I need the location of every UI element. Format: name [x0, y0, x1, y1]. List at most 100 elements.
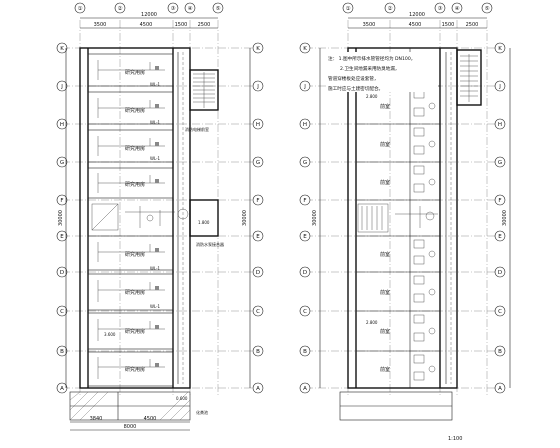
elevation-mark: 0.600 — [176, 396, 188, 401]
axis-bubble-row: C — [60, 309, 64, 315]
right-room-labels: 注： 1.图中所示排水管管径均为 DN100， 2.卫生间地漏采用防臭地漏， 管… — [326, 52, 462, 442]
right-span-1: 3500 — [363, 22, 376, 28]
note-left-3: 化粪池 — [196, 409, 208, 415]
axis-bubble-row-circle — [299, 118, 311, 130]
room-short: 前室 — [380, 251, 390, 258]
right-span-3: 1500 — [442, 22, 455, 28]
axis-bubble-row: E — [60, 234, 64, 240]
axis-bubble-row-circle — [299, 194, 311, 206]
note-left-2: 消防水泵接合器 — [196, 241, 224, 247]
left-span-2: 4500 — [140, 22, 153, 28]
axis-bubble-col: ④ — [455, 6, 460, 12]
axis-bubble-col-circle — [167, 2, 179, 14]
axis-bubble-col: ② — [388, 5, 393, 12]
axis-bubble-col: ② — [118, 5, 123, 12]
room-short: 前室 — [380, 328, 390, 335]
note-right-2: 2.卫生间地漏采用防臭地漏， — [340, 65, 400, 72]
room-label: 研究用房 — [125, 181, 145, 188]
axis-bubble-row: F — [498, 198, 501, 204]
axis-bubble-row: A — [303, 386, 307, 392]
room-label: 研究用房 — [125, 251, 145, 258]
elevation-mark: 2.800 — [366, 320, 378, 325]
axis-bubble-row-circle — [494, 230, 506, 242]
dimension-lines — [65, 17, 511, 431]
axis-bubble-row-circle — [252, 230, 264, 242]
axis-bubble-row-circle — [252, 345, 264, 357]
note-right-3: 管道穿楼板处应设套管， — [328, 75, 379, 82]
axis-bubble-row-circle — [299, 266, 311, 278]
axis-bubble-row-circle — [494, 156, 506, 168]
axis-bubble-row-circle — [494, 305, 506, 317]
axis-bubble-row-circle — [299, 382, 311, 394]
axis-bubble-row-circle — [56, 194, 68, 206]
axis-bubble-row-circle — [252, 194, 264, 206]
axis-bubble-row: F — [256, 198, 259, 204]
axis-bubble-row-circle — [56, 305, 68, 317]
bottom-total: 8000 — [124, 424, 137, 430]
bottom-span-2: 4500 — [144, 416, 157, 422]
axis-bubble-row: G — [60, 160, 64, 166]
axis-bubble-row: K — [60, 46, 64, 52]
axis-bubble-row: A — [256, 386, 260, 392]
axis-bubble-col-circle — [74, 2, 86, 14]
right-span-4: 2500 — [466, 22, 479, 28]
axis-bubble-row-circle — [252, 42, 264, 54]
right-overall-height: 30000 — [312, 210, 318, 226]
axis-bubble-row: A — [60, 386, 64, 392]
axis-bubble-col: ① — [346, 6, 351, 12]
left-span-4: 2500 — [198, 22, 211, 28]
axis-bubble-row: B — [498, 349, 502, 355]
axis-bubble-row: H — [256, 122, 260, 128]
riser-tag: WL-1 — [150, 156, 161, 161]
axis-bubble-row-circle — [299, 80, 311, 92]
axis-bubble-row-circle — [56, 230, 68, 242]
axis-bubble-row: J — [60, 84, 63, 90]
axis-bubble-row: C — [303, 309, 307, 315]
axis-bubble-col: ⑤ — [216, 6, 221, 12]
axis-bubble-col-circle — [184, 2, 196, 14]
axis-bubble-row: B — [303, 349, 307, 355]
axis-bubble-row-circle — [56, 118, 68, 130]
left-span-3: 1500 — [175, 22, 188, 28]
axis-bubble-row: C — [498, 309, 502, 315]
axis-bubble-row: D — [498, 270, 502, 276]
axis-bubble-row: K — [498, 46, 502, 52]
axis-bubble-row-circle — [252, 305, 264, 317]
right-span-2: 4500 — [409, 22, 422, 28]
axis-bubble-row: K — [303, 46, 307, 52]
axis-bubble-row: F — [60, 198, 63, 204]
axis-bubble-col: ⑤ — [485, 6, 490, 12]
axis-bubble-row-circle — [299, 42, 311, 54]
axis-bubble-row: C — [256, 309, 260, 315]
room-label: 研究用房 — [125, 289, 145, 296]
room-short: 前室 — [380, 179, 390, 186]
axis-bubble-row-circle — [494, 345, 506, 357]
axis-bubble-row: D — [60, 270, 64, 276]
left-overall-height-right: 30000 — [242, 210, 248, 226]
note-left-1: 消防电梯前室 — [185, 126, 209, 132]
axis-bubble-row: K — [256, 46, 260, 52]
axis-bubble-row: E — [256, 234, 260, 240]
right-overall-width: 12000 — [409, 12, 425, 18]
axis-bubble-row-circle — [252, 266, 264, 278]
axis-bubble-col-circle — [451, 2, 463, 14]
axis-bubble-col: ④ — [188, 6, 193, 12]
axis-bubble-col-circle — [212, 2, 224, 14]
elevation-mark: 2.800 — [366, 94, 378, 99]
axis-bubble-row-circle — [494, 80, 506, 92]
axis-bubble-col-circle — [342, 2, 354, 14]
room-short: 前室 — [380, 141, 390, 148]
axis-bubble-row-circle — [494, 382, 506, 394]
axis-bubble-row-circle — [56, 266, 68, 278]
axis-bubble-col: ③ — [438, 6, 443, 12]
room-short: 前室 — [380, 103, 390, 110]
axis-bubble-row: G — [303, 160, 307, 166]
axis-bubble-row: B — [256, 349, 260, 355]
room-label: 研究用房 — [125, 107, 145, 114]
left-room-labels: 研究用房 研究用房 研究用房 研究用房 研究用房 研究用房 研究用房 研究用房 … — [104, 69, 224, 415]
riser-tag: WL-1 — [150, 266, 161, 271]
left-floor-plan — [62, 20, 258, 421]
axis-bubble-row: E — [303, 234, 307, 240]
axis-bubble-row: J — [256, 84, 259, 90]
